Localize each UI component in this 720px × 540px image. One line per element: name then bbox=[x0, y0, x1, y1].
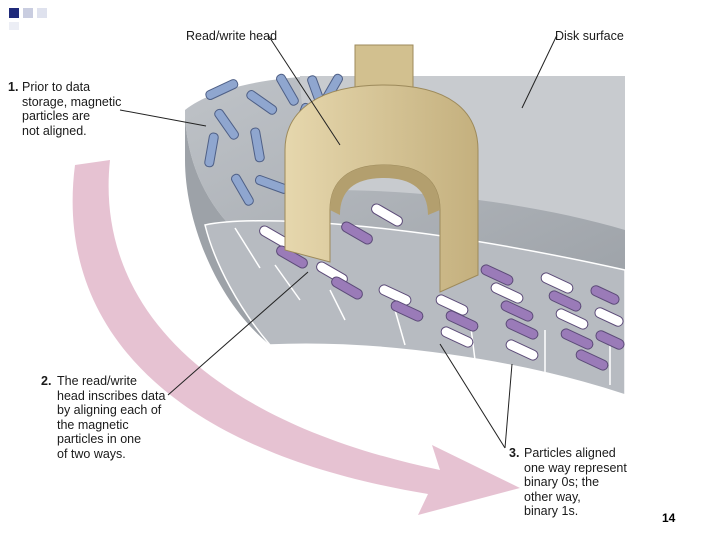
step2-text: The read/write head inscribes data by al… bbox=[57, 374, 166, 461]
aligned-particles bbox=[259, 203, 625, 371]
step1-number: 1. bbox=[8, 80, 19, 94]
corner-square-dark bbox=[9, 8, 19, 18]
leader-lines bbox=[119, 34, 558, 449]
read-write-head bbox=[284, 44, 479, 293]
step1-text: Prior to data storage, magnetic particle… bbox=[22, 80, 122, 138]
page-number: 14 bbox=[662, 511, 676, 525]
disk-surface-label: Disk surface bbox=[555, 29, 624, 43]
step2-label: 2. bbox=[41, 374, 51, 389]
corner-square-light bbox=[9, 22, 19, 30]
direction-arrow bbox=[72, 160, 520, 515]
step3-number: 3. bbox=[509, 446, 520, 460]
read-write-head-label: Read/write head bbox=[186, 29, 278, 43]
corner-square-light bbox=[23, 8, 33, 18]
step1-label: 1. bbox=[8, 80, 18, 95]
corner-square-light bbox=[37, 8, 47, 18]
step2-number: 2. bbox=[41, 374, 52, 388]
corner-decoration bbox=[0, 0, 60, 30]
step3-label: 3. bbox=[509, 446, 519, 461]
step3-text: Particles aligned one way represent bina… bbox=[524, 446, 627, 518]
